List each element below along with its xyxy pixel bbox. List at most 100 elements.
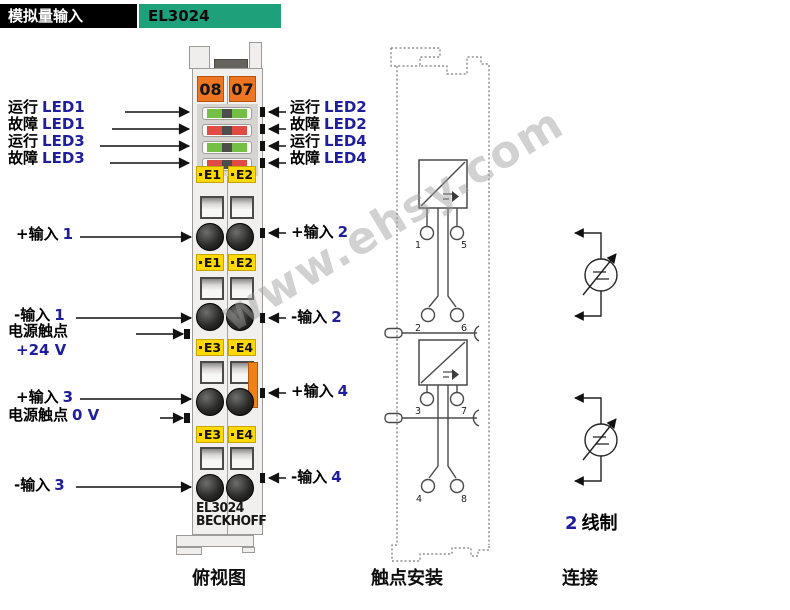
caption-connection: 连接 — [562, 568, 598, 589]
spring-hole — [200, 277, 224, 300]
spring-hole — [230, 447, 254, 470]
contact-circle — [449, 478, 465, 494]
device-model-text: EL3024 — [196, 501, 244, 516]
source-bars — [593, 271, 609, 280]
contact-circle — [420, 478, 436, 494]
slot-number-plate: 08 — [197, 76, 224, 102]
contact-circle — [449, 225, 465, 241]
led-green — [207, 143, 222, 152]
model-badge: EL3024 — [139, 4, 281, 28]
circuit — [384, 159, 480, 494]
connection-diagram — [574, 228, 618, 486]
contact-number: 6 — [461, 323, 467, 334]
led-green — [232, 143, 247, 152]
orange-release-bar — [248, 362, 258, 408]
device-brand-text: BECKHOFF — [196, 514, 267, 529]
category-badge: 模拟量输入 — [0, 4, 137, 28]
left-led-arrows — [100, 106, 191, 169]
spring-hole — [200, 361, 224, 384]
terminal-dashed-outline — [390, 47, 490, 562]
tick — [260, 388, 265, 398]
adjust-arrow — [582, 418, 617, 461]
caption-contact-assembly: 触点安装 — [371, 568, 443, 589]
contact-number: 2 — [415, 323, 421, 334]
lead-bottom — [574, 291, 602, 321]
power-spring — [473, 325, 480, 342]
wire-contact — [196, 388, 224, 416]
contact-circle — [419, 225, 435, 241]
tick — [184, 329, 190, 339]
contact-plate: E2 — [228, 166, 256, 183]
contact-circle — [449, 391, 465, 407]
device-divider — [227, 76, 228, 535]
contact-number: 4 — [416, 494, 422, 505]
spring-hole — [200, 447, 224, 470]
led-row-run-1 — [202, 107, 252, 120]
ad-diagonal — [420, 161, 466, 207]
tick — [260, 158, 265, 168]
spring-hole — [200, 196, 224, 219]
sensor-symbol-2 — [574, 393, 618, 486]
led-green — [207, 109, 222, 118]
wiring-diagram: 1 5 2 6 3 7 4 8 — [384, 47, 490, 562]
contact-plate: E3 — [196, 426, 224, 443]
contact-number: 7 — [461, 406, 467, 417]
led-red — [232, 160, 247, 169]
label-power-contact: 电源触点 — [8, 322, 69, 340]
slot-number-plate: 07 — [229, 76, 256, 102]
led-red — [207, 160, 222, 169]
caption-top-view: 俯视图 — [192, 568, 246, 589]
outline-bottom — [391, 544, 490, 562]
contact-plate: E2 — [228, 254, 256, 271]
led-gap — [222, 160, 232, 169]
contact-number: 8 — [461, 494, 467, 505]
outline-left-tab — [390, 48, 420, 67]
device-foot — [176, 535, 254, 547]
ad-arrow-glyph — [443, 193, 452, 200]
led-gap — [222, 143, 232, 152]
power-plug — [384, 327, 403, 339]
wire — [447, 385, 457, 479]
led-gap — [222, 109, 232, 118]
led-gap — [222, 126, 232, 135]
spring-hole — [230, 196, 254, 219]
contact-circle — [420, 307, 436, 323]
lead-top — [574, 393, 602, 424]
wire — [447, 208, 457, 308]
ad-arrow-head — [452, 369, 459, 380]
contact-numbers: 1 5 2 6 3 7 4 8 — [415, 240, 467, 505]
source-bars — [593, 436, 609, 445]
label-24v: +24 V — [16, 341, 67, 359]
wire-contact — [196, 474, 224, 502]
wire — [428, 208, 439, 308]
contact-circle — [419, 391, 435, 407]
right-io-arrows — [267, 227, 286, 484]
led-row-run-2 — [202, 141, 252, 154]
power-plug — [384, 412, 403, 424]
contact-circle — [449, 307, 465, 323]
tick — [260, 473, 265, 483]
contact-plate: E1 — [196, 166, 224, 183]
led-red — [232, 126, 247, 135]
device-edge-ticks — [184, 107, 265, 483]
wire-contact — [196, 223, 224, 251]
wire-contact — [226, 474, 254, 502]
adjust-arrow — [582, 253, 617, 296]
wire-contact — [226, 303, 254, 331]
contact-plate: E4 — [228, 426, 256, 443]
